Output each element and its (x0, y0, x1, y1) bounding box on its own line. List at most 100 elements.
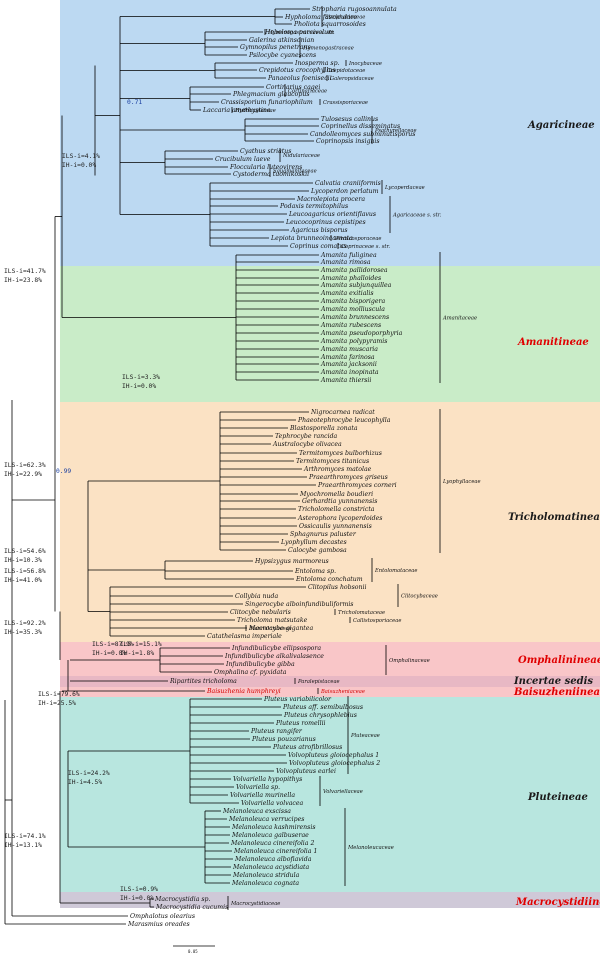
node-ih-label: IH-i=22.9% (4, 471, 42, 478)
taxon-label: Pholiota squarrosoides (293, 21, 366, 28)
taxon-label: Crepidotus crocophyllus (259, 67, 336, 74)
taxon-label: Tulosesus callinus (321, 116, 378, 123)
band-tricholomatineae (60, 402, 600, 642)
node-ih-label: IH-i=25.5% (38, 700, 76, 707)
taxon-label: Stropharia rugosoannulata (312, 6, 397, 13)
taxon-label: Amanita polypyramis (320, 338, 387, 345)
taxon-label: Melanoleuca cinereifolia 1 (233, 848, 317, 855)
node-ils-label: ILS-i=4.1% (62, 153, 100, 160)
taxon-label: Blastosporella zonata (289, 425, 358, 432)
node-ih-label: IH-i=35.3% (4, 629, 42, 636)
taxon-label: Cyathus striatus (240, 148, 291, 155)
node-ih-label: IH-i=0.0% (62, 162, 96, 169)
taxon-label: Lepiota brunneoincarnata (270, 235, 353, 242)
taxon-label: Gerhardtia yunnanensis (302, 498, 377, 505)
suborder-amanitineae: Amanitineae (517, 337, 589, 348)
taxon-label: Termitomyces titanicus (296, 458, 369, 465)
taxon-label: Baisuzhenia humphreyi (206, 688, 281, 695)
node-ih-label: IH-i=0.0% (122, 383, 156, 390)
family-label: Agaricaceae s. str. (392, 213, 442, 219)
taxon-label: Ossicaulis yunnanensis (299, 523, 372, 530)
family-label: Lycoperdaceae (384, 185, 425, 191)
taxon-label: Amanita brunnescens (320, 314, 389, 321)
suborder-tricholomatineae: Tricholomatineae (508, 512, 600, 523)
taxon-label: Crucibulum laeve (215, 156, 271, 163)
family-label: Coprinaceae s. str. (341, 244, 390, 250)
family-label: Pluteaceae (350, 733, 380, 739)
taxon-label: Pluteus atrofibrillosus (272, 744, 342, 751)
family-label: Verrucosporaceae (334, 236, 381, 242)
taxon-label: Amanita rimosa (320, 259, 371, 266)
node-ih-label: IH-i=13.1% (4, 842, 42, 849)
taxon-label: Calocybe gambosa (288, 547, 347, 554)
family-label: Inocybaceae (348, 61, 382, 67)
taxon-label: Amanita bisporigera (320, 298, 385, 305)
taxon-label: Macrolepiota procera (296, 196, 365, 203)
taxon-label: Hebeloma parcivelum (264, 29, 334, 36)
family-label: Nidulariaceae (282, 153, 320, 159)
taxon-label: Sphagnurus paluster (290, 531, 357, 538)
family-label: Psathyrellaceae (374, 128, 417, 134)
taxon-label: Pluteus variabilicolor (263, 696, 332, 703)
taxon-label: Clitocybe nebularis (230, 609, 291, 616)
family-label: Callistosporiaceae (353, 618, 401, 624)
node-ils-label: ILS-i=62.3% (4, 462, 46, 469)
family-label: Omphalinaceae (389, 658, 430, 664)
family-label: Volvariellaceae (323, 789, 363, 795)
band-omphalinineae (60, 642, 600, 676)
family-label: Biannulariaceae (248, 626, 292, 632)
family-label: Amanitaceae (442, 316, 477, 322)
taxon-label: Termitomyces bulborhizus (299, 450, 382, 457)
suborder-macrocystidiineae: Macrocystidiineae (515, 897, 600, 908)
suborder-incertae-sedis: Incertae sedis (513, 676, 593, 687)
family-label: Strophariaceae (325, 15, 365, 21)
taxon-label: Phlegmacium glaucopus (232, 91, 310, 98)
taxon-label: Lycoperdon perlatum (310, 188, 379, 195)
taxon-label: Volvariella volvacea (241, 800, 304, 807)
node-ils-label: ILS-i=56.8% (4, 568, 46, 575)
taxon-label: Melanoleuca cinereifolia 2 (230, 840, 314, 847)
taxon-label: Cortinarius cagei (266, 84, 320, 91)
taxon-label: Pluteus rangifer (250, 728, 303, 735)
taxon-label: Pluteus pouzarianus (251, 736, 316, 743)
taxon-label: Coprinopsis insignis (316, 138, 380, 145)
node-ils-label: ILS-i=15.1% (120, 641, 162, 648)
taxon-label: Volvopluteus gloiocephalus 1 (288, 752, 379, 759)
suborder-omphalinineae: Omphalinineae (518, 655, 600, 666)
taxon-label: Macrocystidia cucumis (155, 904, 228, 911)
taxon-label: Tephrocybe rancida (275, 433, 338, 440)
taxon-label: Amanita farinosa (320, 354, 375, 361)
node-ih-label: IH-i=23.8% (4, 277, 42, 284)
taxon-label: Amanita muscaria (320, 346, 378, 353)
taxon-label: Amanita phalloides (320, 275, 381, 282)
node-ils-label: ILS-i=41.7% (4, 268, 46, 275)
taxon-label: Amanita pallidorosea (320, 267, 388, 274)
taxon-label: Melanoleuca cognata (231, 880, 299, 887)
family-label: Hymenogastraceae s. str. (267, 30, 335, 36)
node-ih-label: IH-i=0.0% (120, 895, 154, 902)
taxon-label: Tricholomella constricta (298, 506, 375, 513)
taxon-label: Laccaria amethystina (202, 107, 271, 114)
taxon-label: Australocybe olivacea (272, 441, 342, 448)
node-ih-label: IH-i=4.5% (68, 779, 102, 786)
taxon-label: Arthromyces matolae (303, 466, 372, 473)
family-label: Galeropsidaceae (330, 76, 374, 82)
family-label: Crassisporiaceae (323, 100, 368, 106)
taxon-label: Ripartites tricholoma (169, 678, 237, 685)
taxon-label: Amanita molliuscula (320, 306, 385, 313)
taxon-label: Amanita jacksonii (320, 361, 377, 368)
taxon-label: Melanoleuca verrucipes (228, 816, 304, 823)
taxon-label: Amanita fuliginea (320, 252, 377, 259)
taxon-label: Leucoagaricus orientiflavus (288, 211, 376, 218)
taxon-label: Amanita rubescens (320, 322, 381, 329)
taxon-label: Omphalotus olearius (130, 913, 195, 920)
taxon-label: Amanita inopinata (320, 369, 379, 376)
taxon-label: Singerocybe alboinfundibuliformis (245, 601, 353, 608)
node-ih-label: IH-i=10.3% (4, 557, 42, 564)
taxon-label: Catathelasma imperiale (207, 633, 282, 640)
band-macrocystidiineae (60, 892, 600, 908)
node-ils-label: ILS-i=54.6% (4, 548, 46, 555)
band-baisuzheniineae (60, 687, 600, 697)
node-ils-label: ILS-i=79.6% (38, 691, 80, 698)
taxon-label: Nigrocarnea radicat (310, 409, 375, 416)
